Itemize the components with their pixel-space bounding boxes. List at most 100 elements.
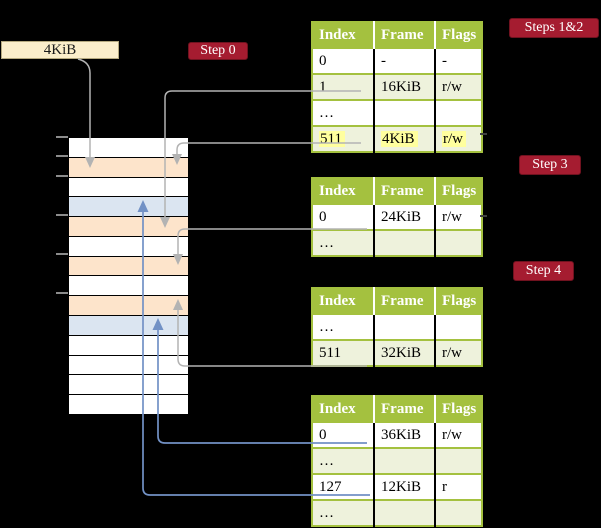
memory-row-7-white xyxy=(69,276,188,297)
column-header-flags: Flags xyxy=(435,178,482,204)
table-cell: 1 xyxy=(312,73,375,100)
column-header-frame: Frame xyxy=(374,396,436,422)
table-cell xyxy=(374,447,436,474)
table-cell: 24KiB xyxy=(374,203,436,230)
memory-row-2-white xyxy=(69,177,188,198)
table-row: 0-- xyxy=(312,47,482,74)
table-cell: 36KiB xyxy=(374,421,436,448)
table-cell: 16KiB xyxy=(374,73,436,100)
table-row: … xyxy=(312,313,482,340)
memory-tick-0kib xyxy=(56,136,68,138)
table-row: … xyxy=(312,229,482,256)
column-header-index: Index xyxy=(312,396,375,422)
table-cell xyxy=(435,447,482,474)
memory-column xyxy=(68,137,189,415)
table-cell: r/w xyxy=(435,203,482,230)
table-cell: 0 xyxy=(312,421,375,448)
steps-1-2-label: Steps 1&2 xyxy=(509,18,599,38)
table-cell: r/w xyxy=(435,73,482,100)
column-header-flags: Flags xyxy=(435,22,482,48)
table-cell xyxy=(435,99,482,126)
column-header-flags: Flags xyxy=(435,396,482,422)
table-cell xyxy=(435,313,482,340)
memory-row-3-blue xyxy=(69,197,188,218)
table-cell: … xyxy=(312,99,375,126)
table-cell: 511 xyxy=(312,339,375,366)
memory-row-10-white xyxy=(69,335,188,356)
memory-row-13-white xyxy=(69,395,188,414)
table-cell: r/w xyxy=(435,421,482,448)
column-header-index: Index xyxy=(312,178,375,204)
column-header-frame: Frame xyxy=(374,288,436,314)
frame-size-label: 4KiB xyxy=(1,41,119,59)
table-cell xyxy=(374,229,436,256)
step-0-label: Step 0 xyxy=(188,42,248,60)
table-cell: … xyxy=(312,447,375,474)
memory-tick-8kib xyxy=(56,175,68,177)
column-header-index: Index xyxy=(312,22,375,48)
column-header-frame: Frame xyxy=(374,178,436,204)
table-cell: - xyxy=(435,47,482,74)
memory-row-8-orange xyxy=(69,296,188,317)
column-header-index: Index xyxy=(312,288,375,314)
table-cell xyxy=(435,499,482,526)
table-row: … xyxy=(312,99,482,126)
memory-tick-16kib xyxy=(56,214,68,216)
table-cell: … xyxy=(312,499,375,526)
memory-row-1-orange xyxy=(69,157,188,178)
memory-tick-4kib xyxy=(56,155,68,157)
step-3-label: Step 3 xyxy=(519,155,581,175)
table-cell: r/w xyxy=(435,125,482,152)
table-cell: … xyxy=(312,229,375,256)
table-cell xyxy=(374,99,436,126)
memory-tick-24kib xyxy=(56,253,68,255)
table-cell: 12KiB xyxy=(374,473,436,500)
memory-tick-32kib xyxy=(56,292,68,294)
table-cell: 4KiB xyxy=(374,125,436,152)
memory-row-4-orange xyxy=(69,217,188,237)
memory-row-11-white xyxy=(69,355,188,376)
table-cell: - xyxy=(374,47,436,74)
table-cell xyxy=(374,313,436,340)
memory-row-6-orange xyxy=(69,256,188,277)
table-cell: r xyxy=(435,473,482,500)
table-cell: 32KiB xyxy=(374,339,436,366)
table-cell: 127 xyxy=(312,473,375,500)
table-cell: 0 xyxy=(312,203,375,230)
table-cell xyxy=(374,499,436,526)
row-marker-dash xyxy=(480,133,487,135)
memory-row-9-blue xyxy=(69,316,188,336)
table-cell: 511 xyxy=(312,125,375,152)
table-cell: … xyxy=(312,313,375,340)
table-cell xyxy=(435,229,482,256)
step-4-label: Step 4 xyxy=(513,261,574,281)
memory-row-0-white xyxy=(69,138,188,158)
table-cell: r/w xyxy=(435,339,482,366)
table-row: … xyxy=(312,499,482,526)
row-marker-dash xyxy=(480,215,487,217)
column-header-frame: Frame xyxy=(374,22,436,48)
table-row: … xyxy=(312,447,482,474)
column-header-flags: Flags xyxy=(435,288,482,314)
table-cell: 0 xyxy=(312,47,375,74)
memory-row-12-white xyxy=(69,375,188,396)
memory-row-5-white xyxy=(69,236,188,257)
